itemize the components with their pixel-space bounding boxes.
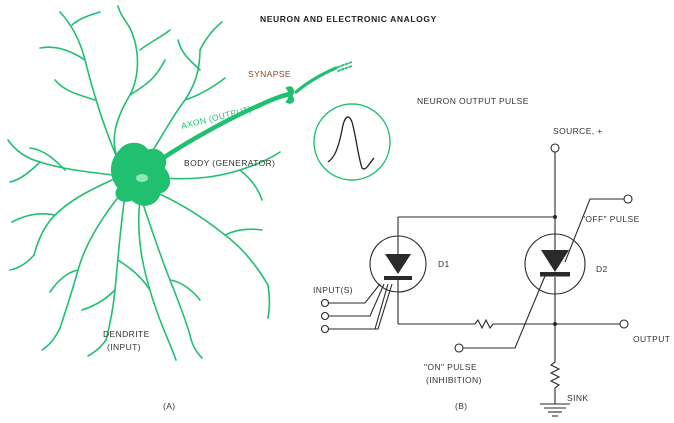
dendrite-input-label: (INPUT)	[107, 342, 141, 352]
next-axon	[296, 68, 336, 92]
on-pulse-label: "ON" PULSE	[424, 362, 477, 372]
input-terminal-2	[322, 313, 329, 320]
d1-label: D1	[438, 259, 450, 269]
output-terminal	[620, 320, 628, 328]
synapse-label: SYNAPSE	[248, 69, 291, 79]
neuron-body	[111, 143, 169, 205]
panel-b-label: (B)	[455, 401, 468, 411]
source-label: SOURCE, +	[553, 126, 603, 136]
source-terminal	[551, 144, 559, 152]
series-resistor	[475, 320, 493, 328]
input-terminal-3	[322, 326, 329, 333]
sink-resistor	[551, 362, 559, 388]
output-pulse-inset	[314, 104, 390, 180]
next-axon-continuation	[338, 62, 352, 71]
figure-title: NEURON AND ELECTRONIC ANALOGY	[260, 14, 437, 24]
output-label: OUTPUT	[633, 334, 670, 344]
off-pulse-label: "OFF" PULSE	[582, 214, 640, 224]
dendrite-label: DENDRITE	[103, 329, 150, 339]
on-pulse-terminal	[455, 344, 463, 352]
ground-symbol	[540, 404, 570, 416]
sink-label: SINK	[567, 393, 588, 403]
off-pulse-terminal	[624, 195, 632, 203]
inputs-label: INPUT(S)	[313, 285, 353, 295]
d2-label: D2	[596, 264, 608, 274]
neuron-drawing	[8, 6, 352, 360]
panel-a-label: (A)	[163, 401, 176, 411]
inhibition-label: (INHIBITION)	[426, 375, 482, 385]
body-label: BODY (GENERATOR)	[184, 158, 275, 168]
pulse-label: NEURON OUTPUT PULSE	[417, 96, 529, 106]
axon	[160, 94, 290, 160]
input-terminal-1	[322, 300, 329, 307]
